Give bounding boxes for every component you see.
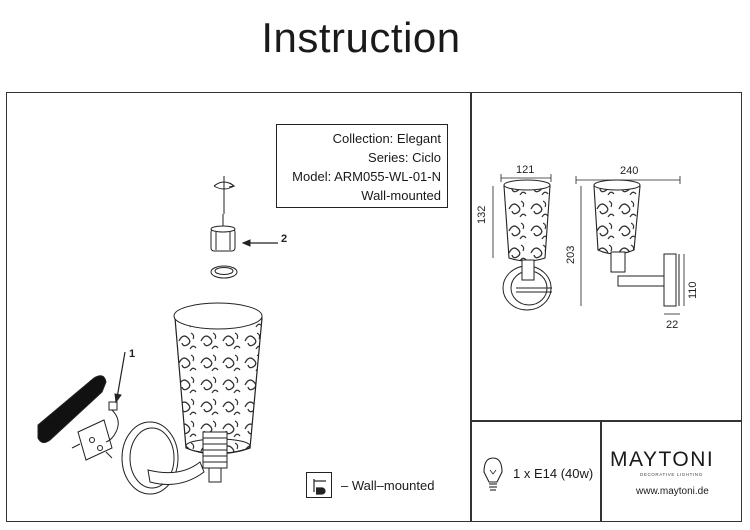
wall-bracket-part <box>37 375 107 444</box>
wall-mount-label: – Wall–mounted <box>341 478 435 493</box>
footer-divider-vertical <box>600 420 602 522</box>
light-bulb-icon <box>483 457 503 491</box>
callout-1: 1 <box>129 348 136 360</box>
dimension-plate-depth: 22 <box>666 319 679 331</box>
brand-url: www.maytoni.de <box>636 486 709 497</box>
collection-label: Collection: Elegant <box>332 131 441 146</box>
exploded-assembly-drawing <box>37 176 278 495</box>
page-title: Instruction <box>261 14 461 61</box>
rotation-arrow-icon <box>213 176 236 214</box>
top-cap-part <box>210 214 236 252</box>
lamp-base-part <box>121 421 228 495</box>
lamp-shade-part <box>173 302 263 455</box>
front-view-drawing <box>492 174 552 311</box>
dimension-side-width: 240 <box>620 165 639 177</box>
dimension-front-width: 121 <box>516 164 535 176</box>
footer-divider <box>470 420 742 422</box>
wall-mount-icon-frame <box>306 472 332 498</box>
instruction-frame <box>6 92 742 522</box>
side-view-drawing <box>575 176 685 315</box>
mounting-plate-part <box>71 419 113 461</box>
mounting-label: Wall-mounted <box>361 188 441 203</box>
product-info-box: Collection: Elegant Series: Ciclo Model:… <box>276 124 448 208</box>
callout-2: 2 <box>281 233 288 245</box>
panel-divider <box>470 92 472 522</box>
model-label: Model: ARM055-WL-01-N <box>292 169 441 184</box>
bulb-spec-label: 1 x E14 (40w) <box>513 466 594 481</box>
dimension-plate-height: 110 <box>687 281 699 299</box>
dimension-front-height: 132 <box>476 205 488 224</box>
brand-tagline: DECORATIVE LIGHTING <box>640 472 703 477</box>
dimension-side-height: 203 <box>565 245 577 264</box>
ring-nut-part <box>210 265 238 279</box>
brand-logo: MAYTONI <box>610 448 715 471</box>
wall-mount-icon <box>313 479 326 495</box>
series-label: Series: Ciclo <box>368 150 441 165</box>
